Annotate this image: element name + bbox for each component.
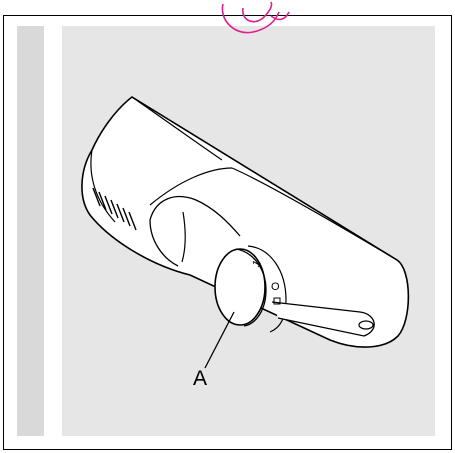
dial-knob (214, 248, 267, 327)
housing-body (81, 96, 410, 348)
callout-leader (204, 311, 235, 369)
dial-mark-1: 1 (250, 258, 263, 269)
watermark-logo (221, 1, 290, 34)
dial-mark-square (273, 297, 281, 305)
side-strip (17, 26, 44, 436)
dial-scale (247, 245, 287, 333)
lever (271, 301, 375, 337)
dial-recess (149, 196, 241, 237)
dial-mark-0: O (271, 281, 280, 293)
callout-label-a: A (193, 367, 208, 390)
vent-grille (92, 187, 137, 231)
